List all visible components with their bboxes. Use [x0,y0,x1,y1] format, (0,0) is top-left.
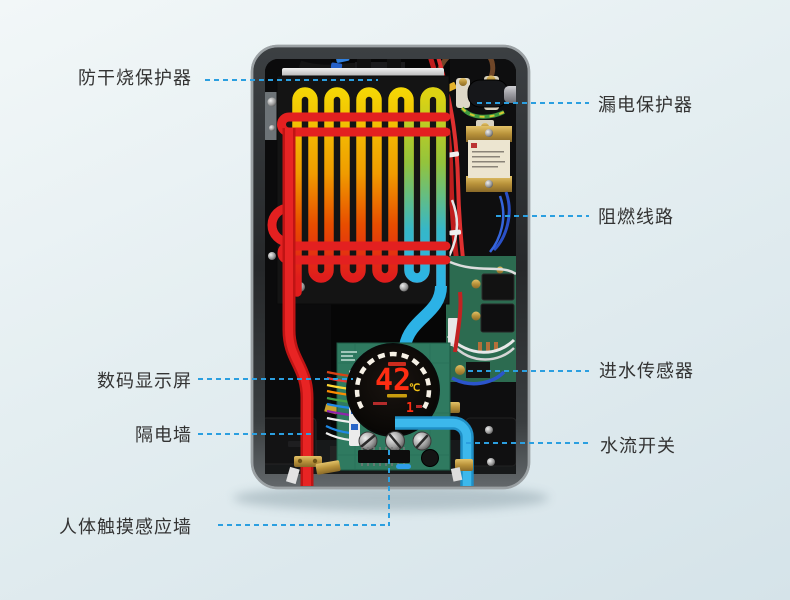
callout-isolation-wall: 隔电墙 [135,425,192,445]
callout-digital-display: 数码显示屏 [97,371,192,391]
hot-water-pipe [282,128,314,486]
device-shadow [233,485,549,511]
leader-line-isolation [198,433,313,435]
leader-line-inlet [468,370,589,372]
display-unit: ℃ [409,383,420,394]
buzzer [421,449,439,467]
leader-line-flame [496,215,589,217]
flame-retardant-wiring [446,151,511,259]
callout-body-touch-wall: 人体触摸感应墙 [59,517,192,537]
ic-chip [358,450,410,463]
callout-inlet-water-sensor: 进水传感器 [599,361,694,381]
display-temperature: 42 [375,363,411,398]
control-knobs [358,431,432,451]
relay-board [446,256,516,382]
leader-line-display [198,378,353,380]
case-outline [250,44,531,490]
pipe-fittings [285,456,473,485]
leader-line-touch-horizontal [218,524,390,526]
leader-line-flow [466,442,589,444]
callout-water-flow-switch: 水流开关 [600,436,676,456]
leakage-protector [456,75,516,134]
callout-flame-retardant-wiring: 阻燃线路 [598,207,674,227]
leader-line-dry-burn [205,79,378,81]
heating-coil [267,68,451,305]
cold-water-pipe [395,416,474,486]
blue-led [396,464,411,469]
transformer [466,126,512,192]
callout-leakage-protector: 漏电保护器 [598,95,693,115]
leader-line-leakage [477,102,589,104]
callout-dry-burn-protector: 防干烧保护器 [78,68,192,88]
leader-line-touch-vertical [388,450,390,526]
display-indicator: 1 [406,401,414,416]
temperature-display: 42 ℃ 1 [346,343,440,437]
control-board: 42 ℃ 1 [325,342,451,471]
